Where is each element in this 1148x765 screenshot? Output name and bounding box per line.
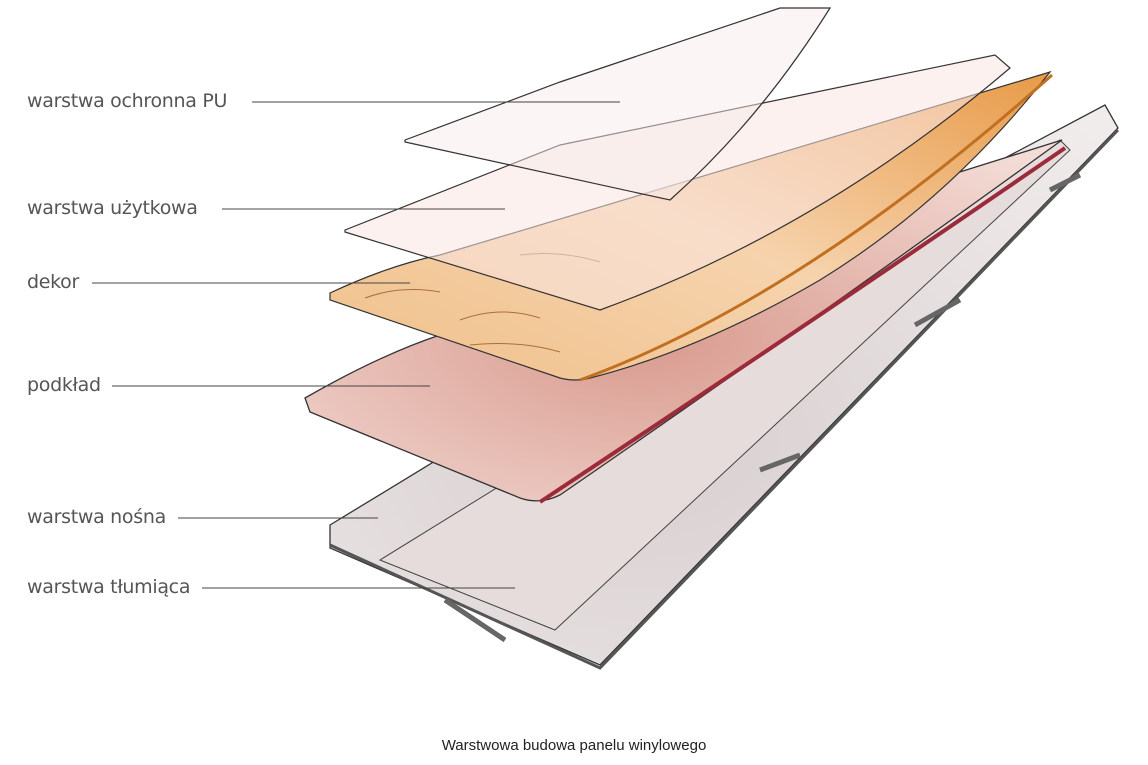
label-warstwa-uzytkowa: warstwa użytkowa — [27, 197, 198, 219]
label-warstwa-ochronna-pu: warstwa ochronna PU — [27, 90, 228, 112]
label-warstwa-nosna: warstwa nośna — [27, 506, 166, 528]
label-dekor: dekor — [27, 271, 80, 293]
layer-pu — [404, 7, 832, 201]
label-podklad: podkład — [27, 374, 101, 396]
figure-caption: Warstwowa budowa panelu winylowego — [441, 737, 707, 754]
leader-lines — [92, 101, 620, 589]
label-warstwa-tlumiaca: warstwa tłumiąca — [27, 576, 191, 598]
